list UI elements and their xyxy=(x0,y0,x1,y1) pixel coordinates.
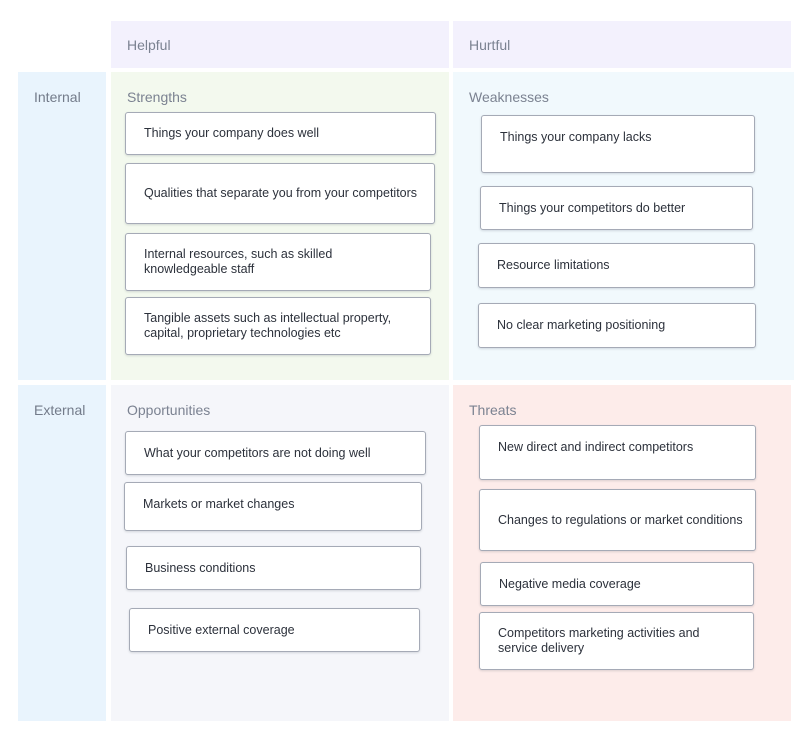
quadrant-threats: Threats New direct and indirect competit… xyxy=(453,385,791,721)
weaknesses-card-1[interactable]: Things your company lacks xyxy=(481,115,755,173)
opportunities-card-1[interactable]: What your competitors are not doing well xyxy=(125,431,426,475)
quadrant-title-opportunities: Opportunities xyxy=(127,402,211,418)
quadrant-strengths: Strengths Things your company does well … xyxy=(111,72,449,380)
quadrant-title-weaknesses: Weaknesses xyxy=(469,89,549,105)
row-header-external: External xyxy=(18,385,106,721)
quadrant-opportunities: Opportunities What your competitors are … xyxy=(111,385,449,721)
quadrant-weaknesses: Weaknesses Things your company lacks Thi… xyxy=(453,72,794,380)
row-header-internal: Internal xyxy=(18,72,106,380)
strengths-card-3[interactable]: Internal resources, such as skilled know… xyxy=(125,233,431,291)
threats-card-1[interactable]: New direct and indirect competitors xyxy=(479,425,756,480)
threats-card-4[interactable]: Competitors marketing activities and ser… xyxy=(479,612,754,670)
quadrant-title-strengths: Strengths xyxy=(127,89,187,105)
column-header-hurtful: Hurtful xyxy=(453,21,791,68)
opportunities-card-2[interactable]: Markets or market changes xyxy=(124,482,422,531)
weaknesses-card-2[interactable]: Things your competitors do better xyxy=(480,186,753,230)
column-header-helpful: Helpful xyxy=(111,21,449,68)
opportunities-card-4[interactable]: Positive external coverage xyxy=(129,608,420,652)
strengths-card-2[interactable]: Qualities that separate you from your co… xyxy=(125,163,435,224)
quadrant-title-threats: Threats xyxy=(469,402,517,418)
column-header-helpful-label: Helpful xyxy=(127,37,171,53)
column-header-hurtful-label: Hurtful xyxy=(469,37,511,53)
weaknesses-card-4[interactable]: No clear marketing positioning xyxy=(478,303,756,348)
row-header-external-label: External xyxy=(34,402,86,418)
strengths-card-1[interactable]: Things your company does well xyxy=(125,112,436,155)
opportunities-card-3[interactable]: Business conditions xyxy=(126,546,421,590)
threats-card-2[interactable]: Changes to regulations or market conditi… xyxy=(479,489,756,551)
weaknesses-card-3[interactable]: Resource limitations xyxy=(478,243,755,288)
strengths-card-4[interactable]: Tangible assets such as intellectual pro… xyxy=(125,297,431,355)
threats-card-3[interactable]: Negative media coverage xyxy=(480,562,754,606)
row-header-internal-label: Internal xyxy=(34,89,81,105)
